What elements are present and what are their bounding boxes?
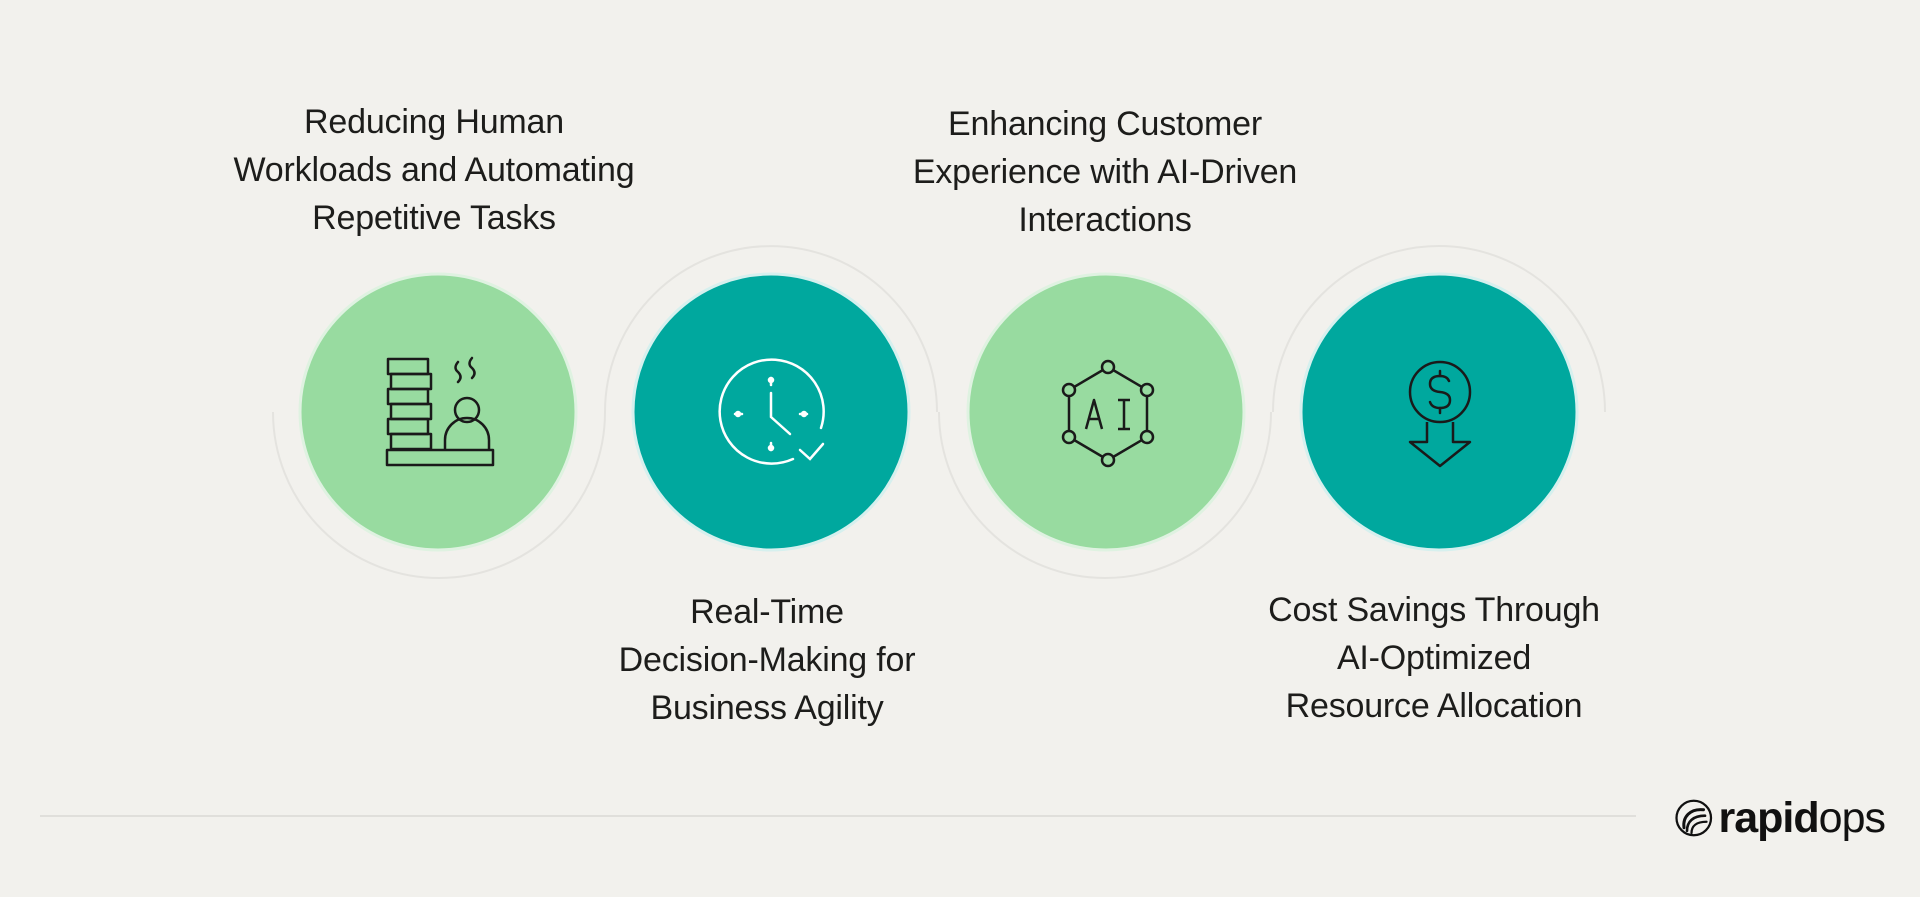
label-line: Repetitive Tasks xyxy=(312,199,556,237)
label-line: Experience with AI-Driven xyxy=(912,153,1298,191)
brand-wordmark: rapidops xyxy=(1718,793,1886,843)
stacked-tasks-person-icon xyxy=(385,356,495,467)
clock-check-icon xyxy=(718,358,825,465)
label-line: Cost Savings Through xyxy=(1268,591,1600,629)
label-line: Interactions xyxy=(1018,201,1192,239)
circle-1 xyxy=(298,272,578,552)
ai-network-icon xyxy=(1061,359,1155,468)
label-customer-experience: Enhancing Customer Experience with AI-Dr… xyxy=(845,100,1365,244)
arc-top-2 xyxy=(604,245,938,413)
label-line: Reducing Human xyxy=(304,103,564,141)
label-line: Enhancing Customer xyxy=(948,105,1262,143)
arc-top-4 xyxy=(1272,245,1606,413)
label-real-time-decision: Real-Time Decision-Making for Business A… xyxy=(507,588,1027,732)
label-line: Real-Time xyxy=(690,593,844,631)
brand-light: ops xyxy=(1818,794,1886,842)
label-line: Resource Allocation xyxy=(1285,687,1583,725)
arc-bottom-3 xyxy=(938,411,1272,579)
rapidops-logo: rapidops xyxy=(1675,790,1886,846)
brand-bold: rapid xyxy=(1718,794,1820,842)
arc-bottom-1 xyxy=(272,411,606,579)
label-line: Workloads and Automating xyxy=(233,151,635,189)
rapidops-swirl-icon xyxy=(1675,799,1713,837)
label-line: Business Agility xyxy=(650,689,884,727)
label-line: AI-Optimized xyxy=(1336,639,1532,677)
label-cost-savings: Cost Savings Through AI-Optimized Resour… xyxy=(1174,586,1694,730)
label-reducing-workloads: Reducing Human Workloads and Automating … xyxy=(174,98,694,242)
circle-3 xyxy=(966,272,1246,552)
label-line: Decision-Making for xyxy=(618,641,916,679)
dollar-down-arrow-icon xyxy=(1408,360,1472,468)
